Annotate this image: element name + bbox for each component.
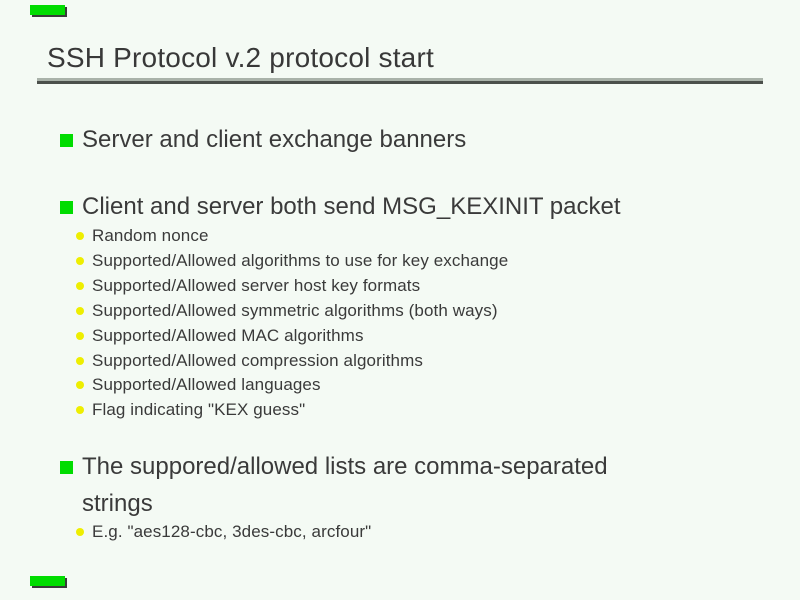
yellow-dot-bullet-icon: [76, 257, 84, 265]
yellow-dot-bullet-icon: [76, 332, 84, 340]
sub-bullet-text: Supported/Allowed server host key format…: [92, 276, 421, 295]
sub-bullet-text: Random nonce: [92, 226, 209, 245]
sub-bullet-text: E.g. "aes128-cbc, 3des-cbc, arcfour": [92, 522, 372, 541]
bullet-item: The suppored/allowed lists are comma-sep…: [60, 453, 608, 481]
yellow-dot-bullet-icon: [76, 282, 84, 290]
sub-bullet-item: Supported/Allowed compression algorithms: [76, 351, 423, 371]
bullet-item: Server and client exchange banners: [60, 126, 466, 154]
sub-bullet-text: Supported/Allowed symmetric algorithms (…: [92, 301, 498, 320]
sub-bullet-item: Supported/Allowed languages: [76, 375, 321, 395]
yellow-dot-bullet-icon: [76, 528, 84, 536]
yellow-dot-bullet-icon: [76, 307, 84, 315]
yellow-dot-bullet-icon: [76, 357, 84, 365]
sub-bullet-item: Supported/Allowed MAC algorithms: [76, 326, 364, 346]
bullet-item: Client and server both send MSG_KEXINIT …: [60, 193, 621, 221]
sub-bullet-text: Flag indicating "KEX guess": [92, 400, 306, 419]
bullet-text-continuation: strings: [82, 490, 153, 517]
title-rule: [37, 78, 763, 84]
bullet-text: Client and server both send MSG_KEXINIT …: [82, 193, 621, 220]
green-square-bullet-icon: [60, 460, 73, 474]
sub-bullet-item: Supported/Allowed symmetric algorithms (…: [76, 301, 498, 321]
sub-bullet-text: Supported/Allowed algorithms to use for …: [92, 251, 509, 270]
slide-title: SSH Protocol v.2 protocol start: [47, 42, 434, 73]
bullet-text: The suppored/allowed lists are comma-sep…: [82, 453, 608, 480]
sub-bullet-item: Supported/Allowed server host key format…: [76, 276, 420, 296]
sub-bullet-item: E.g. "aes128-cbc, 3des-cbc, arcfour": [76, 522, 371, 542]
sub-bullet-item: Flag indicating "KEX guess": [76, 400, 305, 420]
sub-bullet-text: Supported/Allowed compression algorithms: [92, 351, 423, 370]
sub-bullet-text: Supported/Allowed MAC algorithms: [92, 326, 364, 345]
page-marker-top-icon: [30, 5, 65, 15]
sub-bullet-item: Supported/Allowed algorithms to use for …: [76, 251, 508, 271]
yellow-dot-bullet-icon: [76, 406, 84, 414]
page-marker-bottom-icon: [30, 576, 65, 586]
yellow-dot-bullet-icon: [76, 381, 84, 389]
green-square-bullet-icon: [60, 133, 73, 147]
green-square-bullet-icon: [60, 200, 73, 214]
sub-bullet-item: Random nonce: [76, 226, 209, 246]
bullet-text: Server and client exchange banners: [82, 126, 467, 153]
sub-bullet-text: Supported/Allowed languages: [92, 375, 321, 394]
yellow-dot-bullet-icon: [76, 232, 84, 240]
